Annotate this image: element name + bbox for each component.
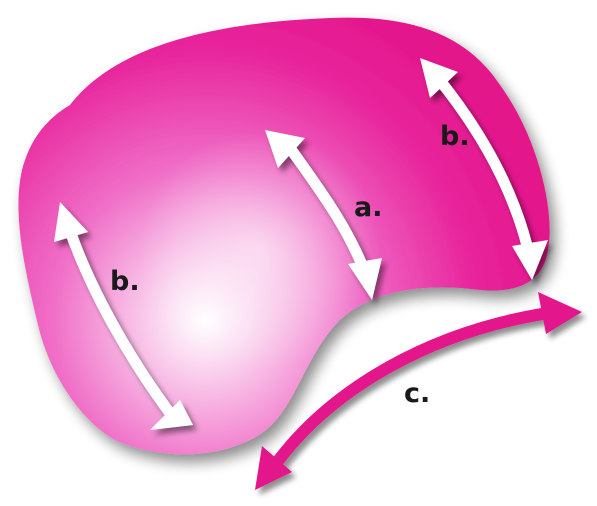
shape-highlight xyxy=(18,17,550,455)
label-a: a. xyxy=(354,192,382,223)
arrow-c xyxy=(255,292,582,490)
shape-body xyxy=(18,17,550,455)
arrow-a xyxy=(265,130,382,300)
arrow-b-right xyxy=(420,58,548,280)
label-b-right: b. xyxy=(440,121,470,152)
label-b-left: b. xyxy=(110,266,140,297)
label-c: c. xyxy=(404,378,430,409)
arrow-b-left xyxy=(54,202,193,430)
